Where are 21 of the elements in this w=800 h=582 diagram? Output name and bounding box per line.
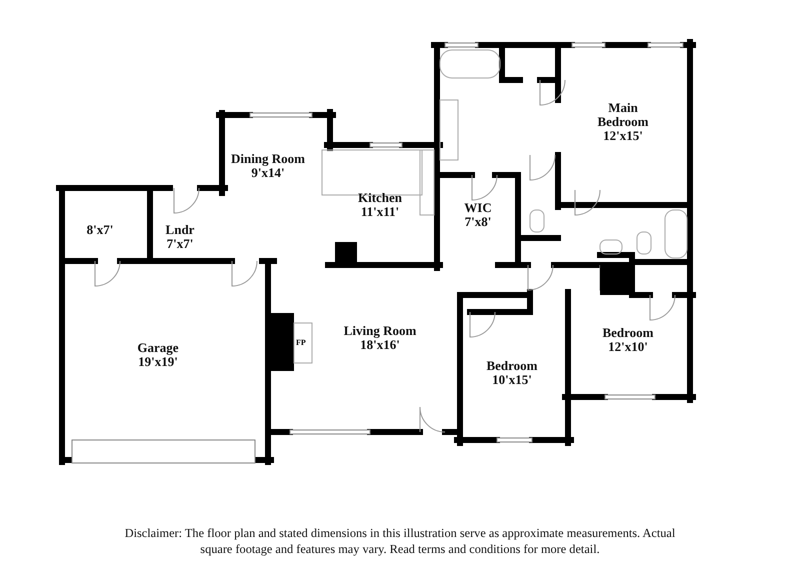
room-name: Living Room: [344, 324, 416, 338]
disclaimer-text: Disclaimer: The floor plan and stated dimensions in this illustration serve as approximate measurements. Actual square footage and features may vary. Read terms and conditions for more detail.: [124, 525, 676, 557]
room-dimensions: 12'x10': [608, 340, 648, 354]
room-name: Bedroom: [486, 359, 538, 373]
room-name: Dining Room: [230, 152, 306, 166]
room-dimensions: 9'x14': [251, 166, 285, 180]
room-dimensions: 12'x15': [603, 129, 643, 143]
room-dimensions: 19'x19': [138, 355, 178, 369]
room-name: Kitchen: [358, 191, 402, 205]
room-name: WIC: [464, 201, 492, 215]
room-dimensions: 8'x7': [86, 223, 114, 237]
room-dimensions: 7'x7': [166, 237, 194, 251]
room-dimensions: 10'x15': [492, 373, 532, 387]
room-name: Garage: [137, 341, 179, 355]
room-name: Main Bedroom: [596, 101, 650, 129]
room-dimensions: 18'x16': [360, 338, 400, 352]
fireplace-label: FP: [296, 338, 306, 347]
room-name: Lndr: [166, 223, 194, 237]
room-dimensions: 7'x8': [464, 215, 492, 229]
room-dimensions: 11'x11': [360, 205, 400, 219]
room-name: Bedroom: [602, 326, 654, 340]
